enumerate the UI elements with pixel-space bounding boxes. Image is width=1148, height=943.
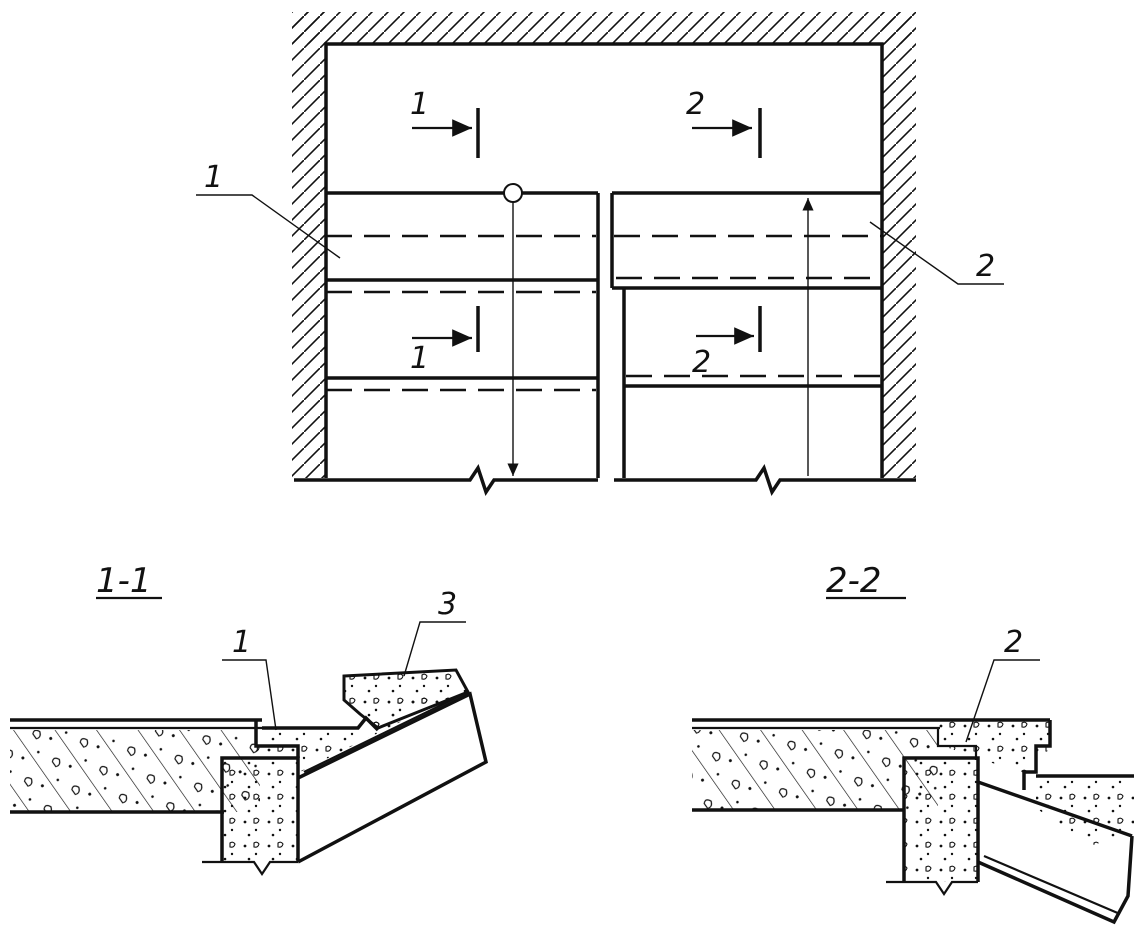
section-mark-2-bottom-label: 2 [692, 345, 711, 380]
landing-slab-1 [10, 730, 260, 812]
start-circle [503, 183, 523, 203]
flight-stringer-2 [977, 835, 1134, 925]
section-mark-1-bottom-label: 1 [410, 341, 429, 376]
landing-block-2 [938, 720, 1050, 774]
section-2-2-title: 2-2 [826, 561, 882, 601]
flight-stringer-1 [297, 691, 489, 864]
landing-beam-2 [904, 758, 978, 882]
section-1-1-title: 1-1 [96, 561, 152, 601]
section-mark-2-top-label: 2 [686, 87, 705, 122]
section-2-2: 2-2 2 [692, 561, 1134, 925]
step-block-3 [342, 668, 471, 730]
plan-leader-2-label: 2 [976, 249, 995, 284]
left-break-line [294, 464, 598, 496]
section-mark-1-top: 1 [410, 87, 480, 158]
section-1-leader-3-label: 3 [438, 587, 457, 622]
plan-view: 1 2 1 2 1 2 [196, 12, 1004, 496]
section-mark-2-bottom: 2 [692, 306, 762, 380]
plan-leader-1-label: 1 [204, 160, 223, 195]
plan-leader-1: 1 [196, 160, 341, 259]
right-break-line [614, 464, 916, 496]
section-mark-1-bottom: 1 [410, 306, 480, 376]
section-1-leader-3: 3 [403, 587, 466, 677]
landing-slab-2 [692, 730, 938, 810]
left-wall-hatch [292, 12, 326, 478]
section-1-1: 1-1 1 3 [10, 561, 489, 876]
section-mark-2-top: 2 [686, 87, 762, 158]
section-2-leader-2: 2 [965, 625, 1040, 743]
landing-beam-1 [222, 758, 298, 862]
section-1-leader-1: 1 [222, 625, 277, 731]
flight-stringer-2-top [977, 780, 1133, 838]
wall-outline [324, 42, 884, 478]
flight-steps-2 [1036, 776, 1134, 846]
section-mark-1-top-label: 1 [410, 87, 429, 122]
right-wall-hatch [882, 12, 916, 478]
section-1-leader-1-label: 1 [232, 625, 251, 660]
top-wall-hatch [292, 12, 914, 44]
section-2-leader-2-label: 2 [1004, 625, 1023, 660]
plan-leader-2: 2 [869, 221, 1004, 285]
